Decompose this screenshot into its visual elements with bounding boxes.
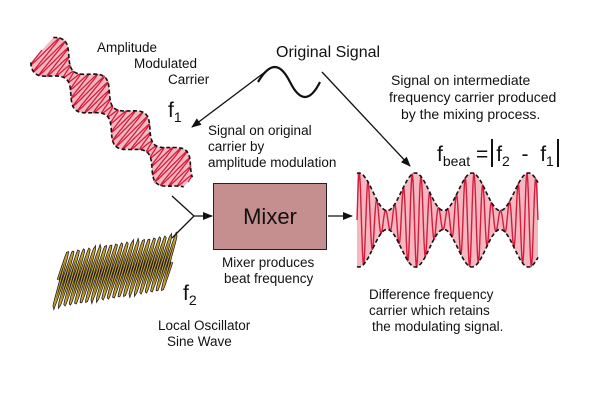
abs-bar-right bbox=[556, 139, 559, 167]
am-carrier-label-line2: Modulated bbox=[134, 56, 198, 71]
formula-f1-sub: 1 bbox=[546, 153, 554, 169]
formula-f1-base: f bbox=[540, 143, 547, 166]
beat-frequency-waveform bbox=[356, 172, 539, 269]
formula-f2-base: f bbox=[496, 143, 503, 166]
difference-frequency-label: Difference frequency carrier which retai… bbox=[369, 287, 503, 335]
mixer-input-connector bbox=[171, 195, 195, 239]
formula-minus: - bbox=[521, 143, 529, 166]
diff-label-line1: Difference frequency bbox=[369, 287, 494, 302]
mixer-note-label: Mixer produces beat frequency bbox=[222, 255, 314, 287]
beat-envelope-upper bbox=[356, 172, 539, 212]
arrow-to-am-carrier bbox=[191, 71, 266, 128]
formula-equals: = bbox=[475, 143, 489, 166]
f2-symbol: f2 bbox=[183, 283, 197, 311]
lo-wave bbox=[53, 233, 177, 309]
fbeat-sub: beat bbox=[442, 153, 471, 169]
signal-on-carrier-line1: Signal on original bbox=[208, 123, 312, 138]
mixer-label: Mixer bbox=[243, 203, 297, 229]
if-label-line2: frequency carrier produced bbox=[389, 89, 557, 105]
am-modulated-carrier-waveform bbox=[29, 36, 194, 188]
arrow-to-if-signal bbox=[321, 71, 411, 167]
signal-on-carrier-line3: amplitude modulation bbox=[208, 155, 337, 170]
intermediate-frequency-label: Signal on intermediate frequency carrier… bbox=[389, 72, 557, 123]
if-label-line3: by the mixing process. bbox=[401, 106, 541, 122]
mixer-box: Mixer bbox=[213, 183, 327, 250]
mixer-note-line1: Mixer produces bbox=[222, 255, 315, 270]
am-carrier-wave bbox=[30, 37, 193, 187]
am-carrier-label-line1: Amplitude bbox=[97, 40, 158, 55]
lo-label-line2: Sine Wave bbox=[167, 334, 232, 349]
abs-bar-left bbox=[491, 139, 494, 167]
diff-label-line2: carrier which retains bbox=[369, 303, 490, 318]
if-label-line1: Signal on intermediate bbox=[391, 72, 531, 88]
local-oscillator-label: Local Oscillator Sine Wave bbox=[158, 318, 250, 350]
original-signal-wave bbox=[257, 65, 321, 99]
beat-frequency-formula: fbeat =f2 - f1 bbox=[437, 139, 562, 173]
signal-on-original-carrier-label: Signal on original carrier by amplitude … bbox=[208, 123, 336, 171]
original-signal-label: Original Signal bbox=[276, 44, 381, 61]
am-envelope-lower bbox=[53, 36, 194, 178]
formula-f2-sub: 2 bbox=[502, 153, 510, 169]
am-carrier-label-line3: Carrier bbox=[168, 72, 210, 87]
fbeat-base: f bbox=[437, 143, 443, 166]
f1-symbol: f1 bbox=[168, 100, 182, 128]
am-carrier-label: Amplitude Modulated Carrier bbox=[97, 40, 209, 88]
diff-label-line3: the modulating signal. bbox=[372, 319, 504, 334]
signal-on-carrier-line2: carrier by bbox=[208, 139, 265, 154]
beat-envelope-lower bbox=[356, 228, 539, 268]
local-oscillator-waveform bbox=[52, 231, 178, 311]
f2-sub: 2 bbox=[188, 292, 197, 308]
mixer-note-line2: beat frequency bbox=[224, 271, 314, 286]
lo-label-line1: Local Oscillator bbox=[158, 318, 251, 333]
f2-base: f bbox=[183, 282, 189, 305]
f1-base: f bbox=[168, 99, 174, 122]
f1-sub: 1 bbox=[173, 109, 182, 125]
am-envelope-upper bbox=[29, 62, 184, 188]
